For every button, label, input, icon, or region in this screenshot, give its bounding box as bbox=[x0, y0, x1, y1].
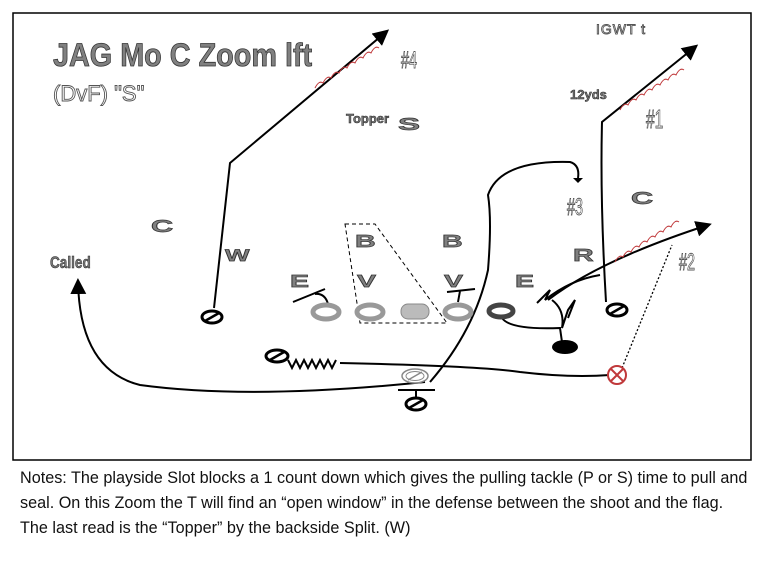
label-receiver-1: #1 bbox=[646, 105, 663, 134]
play-title: JAG Mo C Zoom lft bbox=[53, 38, 312, 74]
route-receiver-4 bbox=[213, 29, 390, 309]
lineman-left-guard bbox=[354, 302, 386, 322]
label-called: Called bbox=[50, 254, 91, 273]
lineman-right-guard bbox=[442, 302, 474, 322]
defender-tackle-right: V bbox=[444, 272, 463, 291]
route-dotted bbox=[621, 244, 673, 369]
block-pull bbox=[501, 299, 576, 343]
slot-player bbox=[552, 340, 578, 354]
lineman-right-tackle bbox=[486, 302, 516, 320]
lineman-left-tackle bbox=[310, 302, 342, 322]
route-called bbox=[70, 278, 426, 393]
route-wave-1 bbox=[619, 68, 685, 111]
defender-end-right: E bbox=[515, 272, 534, 291]
route-wave-4 bbox=[314, 46, 380, 89]
diagram-frame bbox=[12, 12, 752, 461]
defender-tackle-left: V bbox=[357, 272, 376, 291]
defender-will: W bbox=[225, 246, 250, 265]
defender-backer-right: B bbox=[442, 232, 463, 251]
label-receiver-3: #3 bbox=[567, 194, 583, 221]
flag-target-icon bbox=[607, 365, 627, 385]
route-receiver-1 bbox=[600, 44, 699, 303]
label-topper: Topper bbox=[346, 111, 389, 126]
label-receiver-2: #2 bbox=[679, 249, 695, 276]
label-receiver-4: #4 bbox=[401, 47, 417, 74]
play-subtitle: (DvF) "S" bbox=[53, 81, 144, 106]
block-end-right bbox=[536, 274, 601, 304]
block-end-left bbox=[292, 288, 329, 305]
defender-safety: S bbox=[398, 114, 420, 134]
route-receiver-2 bbox=[547, 221, 712, 301]
play-notes: Notes: The playside Slot blocks a 1 coun… bbox=[20, 469, 748, 537]
defender-backer-left: B bbox=[355, 232, 376, 251]
defender-corner-right: C bbox=[631, 189, 653, 209]
play-diagram: JAG Mo C Zoom lft (DvF) "S" IGWT t #4 #1… bbox=[12, 12, 752, 461]
quarterback-player bbox=[401, 368, 429, 384]
receiver-1-player bbox=[605, 302, 629, 318]
route-wave-2 bbox=[614, 220, 680, 263]
running-back-player bbox=[404, 396, 428, 412]
defender-end-left: E bbox=[290, 272, 309, 291]
block-tackle-right bbox=[446, 288, 476, 303]
label-depth: 12yds bbox=[570, 87, 607, 102]
defender-rover: R bbox=[573, 246, 594, 265]
route-motion bbox=[339, 362, 611, 377]
receiver-4-player bbox=[200, 309, 224, 325]
corner-label: IGWT t bbox=[596, 21, 646, 37]
route-3-end bbox=[573, 178, 583, 183]
motion-zigzag bbox=[287, 357, 337, 371]
route-receiver-3 bbox=[429, 160, 580, 383]
defender-corner-left: C bbox=[151, 217, 173, 237]
motion-player bbox=[264, 348, 290, 364]
center bbox=[400, 303, 430, 320]
